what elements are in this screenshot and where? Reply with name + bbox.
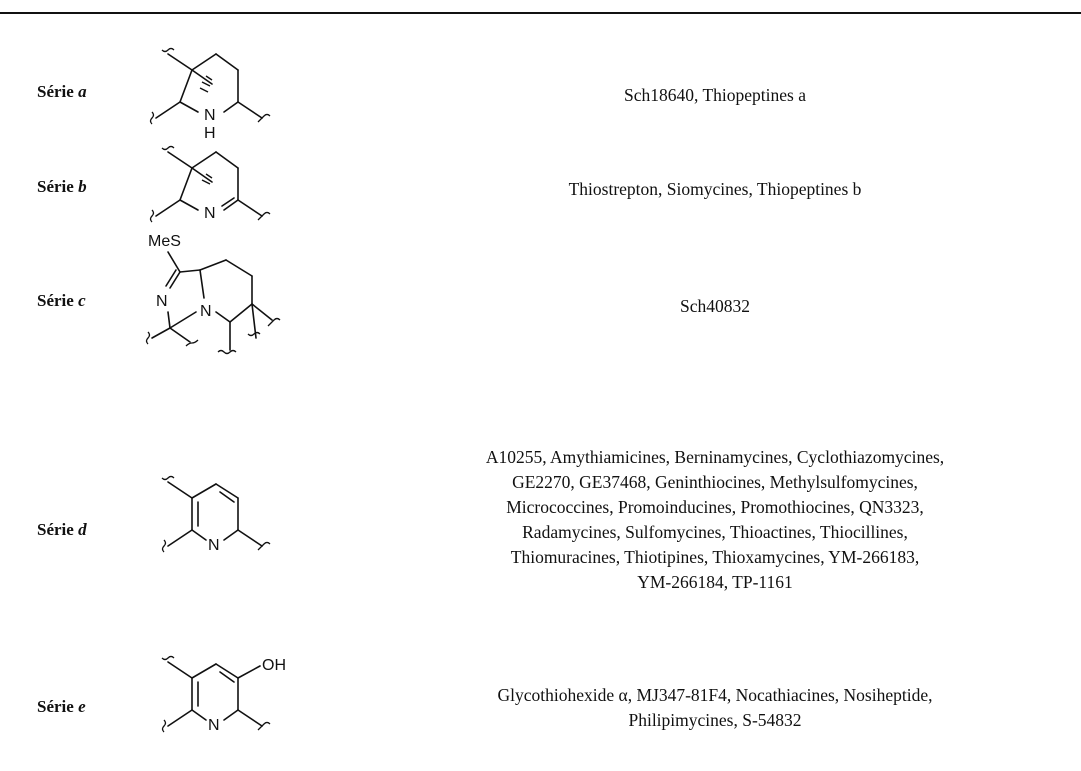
series-label-c: Série c <box>37 291 86 310</box>
compound-list-d: A10255, Amythiamicines, Berninamycines, … <box>485 447 945 592</box>
atom-label: N <box>200 303 212 320</box>
structure-series-d: N <box>140 470 300 580</box>
atom-label: N <box>208 537 220 554</box>
series-label-b: Série b <box>37 177 87 196</box>
compound-list-a: Sch18640, Thiopeptines a <box>624 85 806 105</box>
compound-list-e: Glycothiohexide α, MJ347-81F4, Nocathiac… <box>497 685 933 730</box>
atom-label: N <box>156 293 168 310</box>
compound-list-c: Sch40832 <box>680 296 750 316</box>
structure-series-c: MeS N N <box>140 230 310 370</box>
compound-list-b: Thiostrepton, Siomycines, Thiopeptines b <box>568 179 862 199</box>
atom-label: N <box>204 107 216 124</box>
structure-series-e: OH N <box>140 650 310 765</box>
table-top-rule <box>0 12 1081 14</box>
series-label-a: Série a <box>37 82 87 101</box>
atom-label: OH <box>262 657 286 674</box>
atom-label: N <box>208 717 220 734</box>
structure-series-a: N H <box>140 42 300 152</box>
atom-label: N <box>204 205 216 222</box>
series-label-d: Série d <box>37 520 87 539</box>
structure-series-b: N <box>140 140 300 240</box>
atom-label: MeS <box>148 233 181 250</box>
atom-label: H <box>204 125 216 142</box>
series-label-e: Série e <box>37 697 86 716</box>
